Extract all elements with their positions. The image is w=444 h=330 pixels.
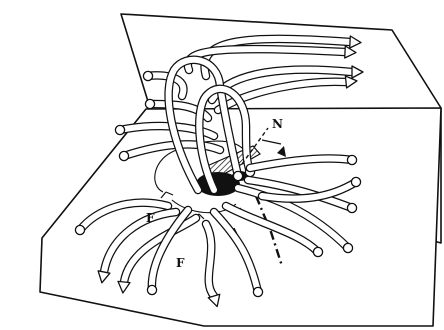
flux-tube-end-cap: [233, 171, 242, 180]
flux-tube-end-cap: [347, 155, 356, 164]
flux-tube-end-cap: [75, 225, 84, 234]
flux-tube-end-cap: [147, 285, 156, 294]
compass-north-label: N: [272, 117, 283, 131]
flux-tube-end-cap: [145, 99, 154, 108]
flux-tube-end-cap: [115, 125, 124, 134]
flux-tube-end-cap: [351, 177, 360, 186]
loop-label-bottom: F: [176, 256, 185, 270]
loop-label-right: F: [146, 211, 155, 225]
flux-tube-end-cap: [347, 203, 356, 212]
flux-tube-end-cap: [143, 71, 152, 80]
flux-tube-end-cap: [343, 243, 352, 252]
flux-tube-end-cap: [313, 247, 322, 256]
flux-tube-end-cap: [119, 151, 128, 160]
flux-tube-end-cap: [253, 287, 262, 296]
